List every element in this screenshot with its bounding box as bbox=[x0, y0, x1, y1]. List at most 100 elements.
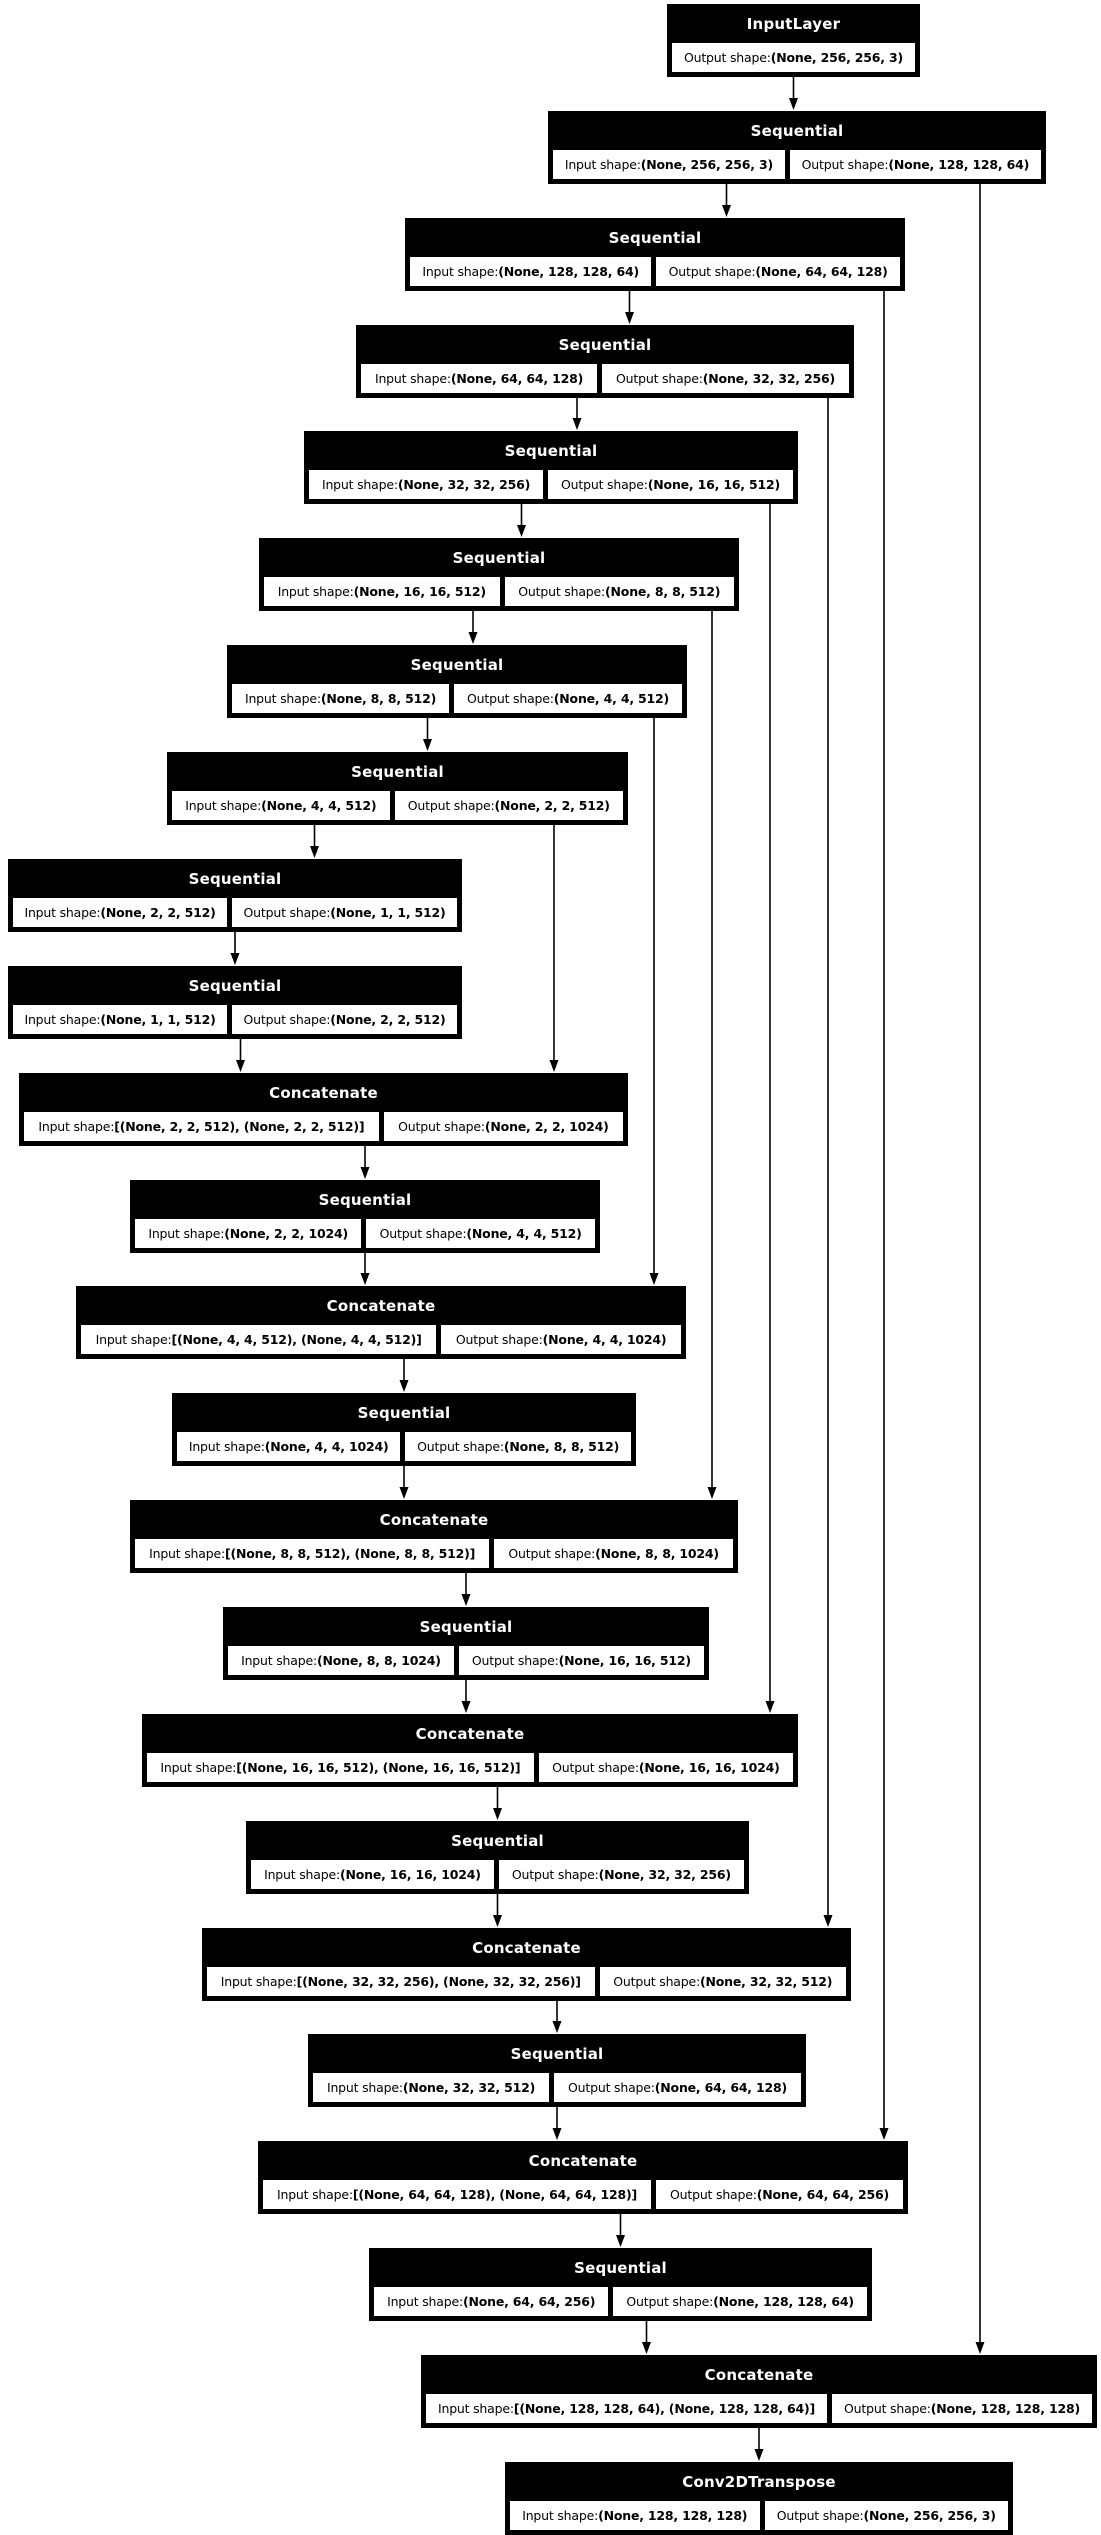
output-shape-label: Output shape: bbox=[561, 477, 648, 492]
node-title: Sequential bbox=[750, 122, 844, 140]
node-shape-row: Input shape: [(None, 128, 128, 64), (Non… bbox=[422, 2394, 1096, 2427]
input-shape-value: (None, 64, 64, 128) bbox=[450, 371, 584, 386]
node-title: Concatenate bbox=[528, 2152, 638, 2170]
input-shape-label: Input shape: bbox=[38, 1119, 115, 1134]
input-shape-cell: Input shape: [(None, 32, 32, 256), (None… bbox=[207, 1967, 595, 1996]
output-shape-value: (None, 32, 32, 256) bbox=[702, 371, 836, 386]
node-shape-row: Input shape: (None, 4, 4, 1024)Output sh… bbox=[173, 1432, 635, 1465]
input-shape-cell: Input shape: [(None, 8, 8, 512), (None, … bbox=[135, 1539, 490, 1568]
input-shape-label: Input shape: bbox=[24, 1012, 101, 1027]
input-shape-value: (None, 2, 2, 512) bbox=[100, 905, 216, 920]
output-shape-cell: Output shape: (None, 32, 32, 256) bbox=[602, 364, 850, 393]
input-shape-cell: Input shape: (None, 8, 8, 1024) bbox=[228, 1646, 454, 1675]
input-shape-cell: Input shape: (None, 32, 32, 256) bbox=[309, 470, 544, 499]
input-shape-cell: Input shape: [(None, 16, 16, 512), (None… bbox=[147, 1753, 534, 1782]
output-shape-label: Output shape: bbox=[508, 1546, 596, 1561]
node-shape-row: Input shape: (None, 32, 32, 512) Output s… bbox=[309, 2073, 805, 2106]
node-title: Conv2DTranspose bbox=[682, 2473, 836, 2491]
node-shape-row: Input shape: [(None, 2, 2, 512), (None, … bbox=[20, 1112, 627, 1145]
node-title: Concatenate bbox=[326, 1297, 436, 1315]
output-shape-label: Output shape: bbox=[801, 157, 889, 172]
input-shape-label: Input shape: bbox=[95, 1332, 172, 1347]
output-shape-cell: Output shape: (None, 4, 4, 1024) bbox=[441, 1325, 682, 1354]
output-shape-label: Output shape: bbox=[613, 1974, 701, 1989]
node-shape-row: Input shape: (None, 64, 64, 128)Output s… bbox=[357, 364, 853, 397]
node-title: Concatenate bbox=[379, 1511, 489, 1529]
edge-concatenate-7-to-conv2d-transpose bbox=[754, 2428, 764, 2461]
node-shape-row: Input shape: (None, 1, 1, 512)Output sha… bbox=[9, 1005, 461, 1038]
output-shape-value: (None, 8, 8, 512) bbox=[605, 584, 721, 599]
input-shape-value: (None, 128, 128, 128) bbox=[598, 2508, 748, 2523]
edge-sequential-2-to-sequential-3 bbox=[625, 291, 634, 324]
output-shape-value: (None, 2, 2, 1024) bbox=[484, 1119, 609, 1134]
edge-concatenate-1-to-sequential-10 bbox=[360, 1146, 370, 1179]
skip-edge-sequential-7-to-concatenate-1 bbox=[549, 825, 559, 1072]
output-shape-label: Output shape: bbox=[626, 2294, 714, 2309]
node-title: Sequential bbox=[318, 1191, 412, 1209]
edge-concatenate-6-to-sequential-15 bbox=[616, 2214, 625, 2247]
input-shape-label: Input shape: bbox=[148, 1226, 225, 1241]
node-shape-row: Input shape: (None, 16, 16, 1024)Output … bbox=[247, 1860, 748, 1893]
node-shape-row: Input shape: (None, 8, 8, 1024) Output sh… bbox=[224, 1646, 708, 1679]
node-title: Sequential bbox=[410, 656, 504, 674]
output-shape-label: Output shape: bbox=[568, 2080, 655, 2095]
input-shape-cell: Input shape: (None, 256, 256, 3) bbox=[553, 150, 785, 179]
input-shape-label: Input shape: bbox=[437, 2401, 514, 2416]
output-shape-label: Output shape: bbox=[417, 1439, 504, 1454]
node-shape-row: Input shape: (None, 32, 32, 256) Output s… bbox=[305, 470, 797, 503]
input-shape-cell: Input shape: (None, 128, 128, 64) bbox=[410, 257, 652, 286]
input-shape-value: (None, 256, 256, 3) bbox=[640, 157, 773, 172]
output-shape-value: (None, 2, 2, 512) bbox=[330, 1012, 446, 1027]
node-shape-row: Input shape: [(None, 64, 64, 128), (None… bbox=[259, 2180, 907, 2213]
output-shape-cell: Output shape: (None, 32, 32, 512) bbox=[599, 1967, 846, 1996]
node-title: Sequential bbox=[451, 1832, 544, 1850]
output-shape-label: Output shape: bbox=[511, 1867, 599, 1882]
output-shape-label: Output shape: bbox=[552, 1760, 639, 1775]
output-shape-label: Output shape: bbox=[471, 1653, 559, 1668]
node-title: Sequential bbox=[510, 2045, 604, 2063]
output-shape-cell: Output shape: (None, 128, 128, 64) bbox=[789, 150, 1041, 179]
output-shape-label: Output shape: bbox=[407, 798, 495, 813]
output-shape-cell: Output shape: (None, 8, 8, 1024) bbox=[494, 1539, 734, 1568]
output-shape-cell: Output shape: (None, 128, 128, 64) bbox=[613, 2287, 867, 2316]
node-shape-row: Input shape: [(None, 16, 16, 512), (None… bbox=[143, 1753, 797, 1786]
output-shape-cell: Output shape: (None, 2, 2, 1024) bbox=[383, 1112, 624, 1141]
skip-edge-sequential-3-to-concatenate-5 bbox=[823, 398, 833, 1927]
input-shape-cell: Input shape: (None, 32, 32, 512) bbox=[313, 2073, 550, 2102]
output-shape-cell: Output shape: (None, 8, 8, 512) bbox=[504, 577, 735, 606]
edge-sequential-9-to-concatenate-1 bbox=[236, 1039, 245, 1072]
output-shape-label: Output shape: bbox=[467, 691, 554, 706]
output-shape-cell: Output shape: (None, 128, 128, 128) bbox=[832, 2394, 1093, 2423]
output-shape-value: (None, 8, 8, 512) bbox=[503, 1439, 620, 1454]
input-shape-value: (None, 4, 4, 512) bbox=[261, 798, 377, 813]
node-title: Concatenate bbox=[704, 2366, 814, 2384]
output-shape-value: (None, 16, 16, 512) bbox=[647, 477, 781, 492]
edge-sequential-12-to-concatenate-4 bbox=[461, 1680, 471, 1713]
edge-sequential-10-to-concatenate-2 bbox=[360, 1253, 370, 1285]
input-shape-value: (None, 1, 1, 512) bbox=[100, 1012, 216, 1027]
input-shape-label: Input shape: bbox=[160, 1760, 237, 1775]
node-title: Sequential bbox=[351, 763, 444, 781]
node-shape-row: Input shape: (None, 2, 2, 1024)Output sh… bbox=[131, 1219, 599, 1252]
edge-sequential-6-to-sequential-7 bbox=[423, 718, 432, 751]
node-title: InputLayer bbox=[746, 15, 841, 33]
input-shape-cell: Input shape: (None, 2, 2, 512) bbox=[13, 898, 228, 927]
input-shape-value: [(None, 8, 8, 512), (None, 8, 8, 512)] bbox=[224, 1546, 476, 1561]
node-title: Sequential bbox=[574, 2259, 667, 2277]
input-shape-label: Input shape: bbox=[522, 2508, 599, 2523]
edge-concatenate-4-to-sequential-13 bbox=[493, 1787, 502, 1820]
input-shape-value: [(None, 32, 32, 256), (None, 32, 32, 256… bbox=[296, 1974, 581, 1989]
